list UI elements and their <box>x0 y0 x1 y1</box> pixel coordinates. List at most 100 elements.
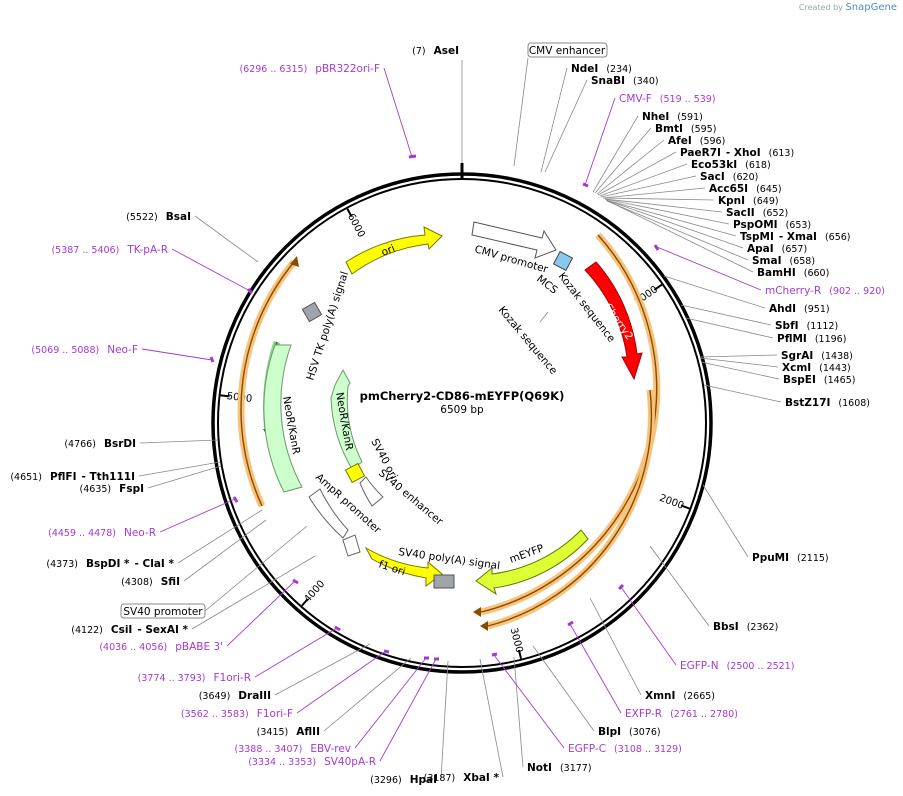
enzyme-position: (951) <box>804 304 830 315</box>
enzyme-position: (591) <box>677 112 703 123</box>
primer-label: (5069 .. 5088)Neo-F <box>31 344 138 356</box>
enzyme-label: AhdI (951) <box>769 303 830 315</box>
mcherry2-arrow <box>584 261 643 381</box>
primer-name: EXFP-R <box>625 708 662 720</box>
enzyme-label: (7)AseI <box>412 45 459 57</box>
enzyme-label: KpnI(649) <box>718 195 779 207</box>
enzyme-name: AseI <box>434 45 459 57</box>
sv40-promoter-label: SV40 promoter <box>123 606 203 618</box>
primer-name: EGFP-C <box>568 743 606 755</box>
enzyme-name: SbfI <box>775 320 799 332</box>
enzyme-label: SacI (620) <box>700 171 758 183</box>
enzyme-leader-line <box>703 384 782 403</box>
backbone-inner <box>217 178 707 668</box>
sv40-ori-box <box>344 462 366 484</box>
enzyme-leader-line <box>702 484 749 558</box>
enzyme-label: BbsI(2362) <box>713 621 778 633</box>
enzyme-position: (2115) <box>797 553 829 564</box>
enzyme-label: BspEI(1465) <box>783 374 855 386</box>
enzyme-position: (653) <box>786 220 812 231</box>
enzyme-leader-line <box>540 67 568 173</box>
primer-mark-f1ori-f <box>383 649 390 654</box>
enzyme-position: (620) <box>733 172 759 183</box>
enzyme-name: AhdI <box>769 303 796 315</box>
enzyme-label: ApaI(657) <box>747 243 807 255</box>
enzyme-leader-line <box>139 439 219 444</box>
primer-leader-line <box>569 623 622 714</box>
primer-mark-neo-f <box>209 356 215 363</box>
neokanr-inner-arrow <box>330 368 363 470</box>
primer-label: EGFP-C (3108 .. 3129) <box>568 743 682 755</box>
enzyme-label: Eco53kI(618) <box>691 159 771 171</box>
enzyme-label: (3649)DraIII <box>199 690 271 702</box>
enzyme-label: Acc65I(645) <box>709 183 782 195</box>
primer-mark-neo-r <box>232 496 239 503</box>
enzyme-label: (3187)XbaI * <box>424 772 500 784</box>
primer-name: F1ori-F <box>257 708 293 720</box>
bp-tick-label: 6000 <box>345 212 367 240</box>
enzyme-leader-line <box>594 127 652 194</box>
primer-leader-line <box>656 246 762 291</box>
primer-labels: (6296 .. 6315)pBR322ori-F CMV-F(519 .. 53… <box>31 63 885 768</box>
primer-name: pBR322ori-F <box>315 63 380 75</box>
enzyme-leader-line <box>607 200 754 273</box>
enzyme-position: (3177) <box>560 763 592 774</box>
enzyme-position: (657) <box>782 244 808 255</box>
enzyme-leader-line <box>183 519 267 582</box>
enzyme-leader-line <box>600 175 697 198</box>
primer-range: (4036 .. 4056) <box>99 642 167 653</box>
primer-label: (4036 .. 4056)pBABE 3' <box>99 641 223 653</box>
bp-tick-mark <box>220 394 230 398</box>
primer-range: (902 .. 920) <box>829 286 885 297</box>
bp-tick-mark <box>346 208 353 218</box>
primer-name: F1ori-R <box>214 672 251 684</box>
feature-label-sv40-enhancer: SV40 enhancer <box>376 467 445 528</box>
bp-tick-mark <box>680 504 690 510</box>
enzyme-label: SgrAI(1438) <box>781 350 853 362</box>
enzyme-position: (3649) <box>199 691 231 702</box>
enzyme-leader-line <box>599 163 688 197</box>
primer-name: mCherry-R <box>765 285 821 297</box>
primer-label: (6296 .. 6315)pBR322ori-F <box>239 63 380 75</box>
feature-label-hsv-tk: HSV TK poly(A) signal <box>304 270 351 382</box>
enzyme-label: PaeR7I- XhoI(613) <box>680 147 794 159</box>
enzyme-leader-line <box>147 465 222 489</box>
primer-leader-line <box>493 654 565 749</box>
orf-arrow-left-outer <box>290 256 299 267</box>
enzyme-leader-line <box>532 645 595 732</box>
enzyme-name: SacI <box>700 171 725 183</box>
primer-mark-egfp-c <box>491 652 498 657</box>
enzyme-position: (3415) <box>257 727 289 738</box>
primer-mark-mcherry-r <box>653 244 660 251</box>
primer-name: SV40pA-R <box>324 756 376 768</box>
feature-label-f1-ori: f1 ori <box>377 558 407 578</box>
enzyme-name: CsiI <box>111 624 132 636</box>
orf-arc-right-inner-core <box>487 389 653 627</box>
enzyme-label: NheI(591) <box>642 111 703 123</box>
enzyme-name: BbsI <box>713 621 739 633</box>
primer-label: (3774 .. 3793)F1ori-R <box>138 672 251 684</box>
enzyme-name: BlpI <box>598 726 621 738</box>
primer-leader-line <box>584 97 616 186</box>
enzyme-position: (4373) <box>46 559 78 570</box>
enzyme-name: PspOMI <box>733 219 778 231</box>
primer-label: (3388 .. 3407)EBV-rev <box>235 743 352 755</box>
feature-leader-line <box>539 311 549 323</box>
enzyme-label: PpuMI(2115) <box>752 552 829 564</box>
sv40-promoter-box <box>120 603 206 619</box>
primer-range: (3108 .. 3129) <box>614 744 682 755</box>
bp-tick-label: 4000 <box>302 579 327 605</box>
enzyme-label: TspMI- XmaI(656) <box>740 231 850 243</box>
neokanr-outer-arrow <box>263 344 303 493</box>
bp-tick-mark <box>517 649 523 659</box>
enzyme-position: (1196) <box>815 334 847 345</box>
enzyme-leader-line <box>323 657 412 732</box>
enzyme-leader-line <box>604 198 723 213</box>
enzyme-leader-line <box>589 597 642 696</box>
primer-label: CMV-F(519 .. 539) <box>619 93 716 105</box>
primer-leader-line <box>620 586 677 666</box>
bp-tick-mark <box>653 283 663 291</box>
primer-name: Neo-R <box>124 527 156 539</box>
enzyme-label: SnaBI(340) <box>591 75 659 87</box>
